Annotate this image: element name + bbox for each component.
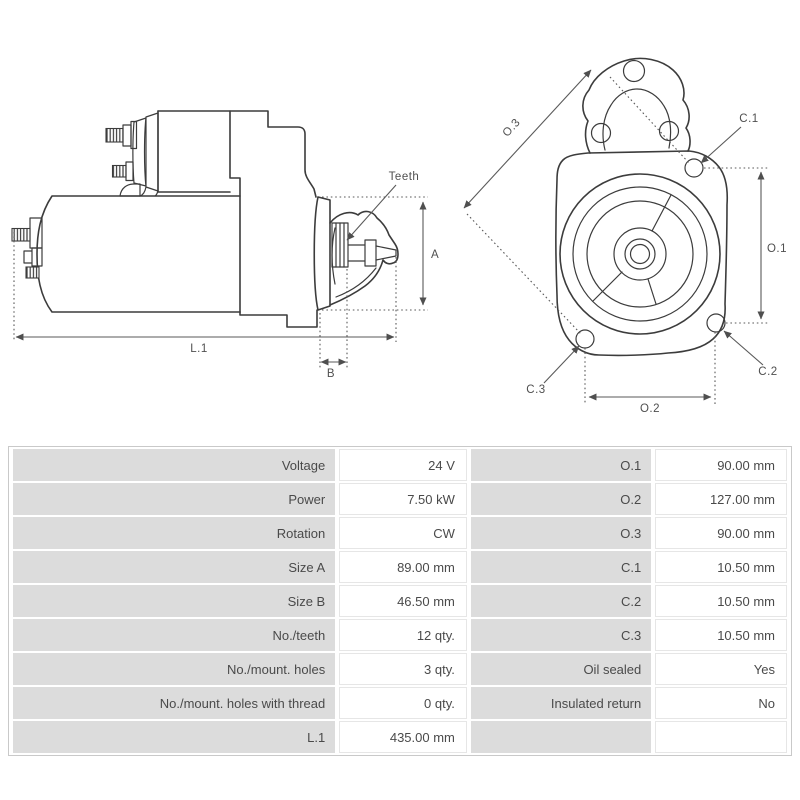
bracket-inner <box>602 88 672 151</box>
spec-label-cell: C.1 <box>470 551 652 583</box>
bracket-hole-right <box>658 120 680 142</box>
hole-c2 <box>706 313 726 333</box>
spec-label-cell: Size B <box>13 585 336 617</box>
flange-outline <box>555 150 729 357</box>
c1-leader <box>700 126 742 164</box>
teeth-label: Teeth <box>389 171 420 183</box>
rib-lines <box>592 194 672 305</box>
spec-value-cell: 89.00 mm <box>339 551 467 583</box>
spec-label-cell: No./mount. holes with thread <box>13 687 336 719</box>
mount-band <box>313 196 331 311</box>
hub-shaft <box>629 243 651 265</box>
spec-value-cell: 24 V <box>339 449 467 481</box>
spec-value-cell: 127.00 mm <box>655 483 787 515</box>
spec-label-cell: Voltage <box>13 449 336 481</box>
end-bolt <box>23 247 43 267</box>
drive-end-bell <box>329 210 399 306</box>
teeth-leader <box>346 184 397 241</box>
spec-label-cell: C.2 <box>470 585 652 617</box>
dim-label-c3: C.3 <box>526 384 545 396</box>
dim-label-b: B <box>327 368 335 380</box>
spec-value-cell: 0 qty. <box>339 687 467 719</box>
hub-outer <box>613 227 667 281</box>
dim-label-o1: O.1 <box>767 243 787 255</box>
dim-label-a: A <box>431 249 439 261</box>
bracket-hole-left <box>590 122 612 144</box>
shaft <box>347 244 366 262</box>
end-stud <box>11 227 31 242</box>
spec-value-cell: 3 qty. <box>339 653 467 685</box>
dim-label-c1: C.1 <box>739 113 758 125</box>
spec-value-cell: Yes <box>655 653 787 685</box>
spec-value-cell: 46.50 mm <box>339 585 467 617</box>
hole-c1 <box>684 158 704 178</box>
shaft-nose <box>375 245 397 261</box>
solenoid-ring <box>143 112 159 192</box>
technical-drawing: A L.1 B Teeth <box>11 57 787 415</box>
hub-mid <box>624 238 656 270</box>
spec-label-cell: O.2 <box>470 483 652 515</box>
spec-label-cell: O.1 <box>470 449 652 481</box>
body-circle-inner <box>586 200 694 308</box>
spec-label-cell <box>470 721 652 753</box>
solenoid-barrel <box>157 110 231 193</box>
spec-label-cell: L.1 <box>13 721 336 753</box>
spec-label-cell: Size A <box>13 551 336 583</box>
hole-c3 <box>575 329 595 349</box>
side-view-starter: A L.1 B Teeth <box>11 110 439 380</box>
shaft-collar <box>364 239 377 267</box>
c2-leader <box>723 330 764 366</box>
spec-label-cell: Rotation <box>13 517 336 549</box>
rear-housing <box>157 110 317 198</box>
spec-value-cell: 10.50 mm <box>655 619 787 651</box>
spec-value-cell: No <box>655 687 787 719</box>
dim-label-o2: O.2 <box>640 403 660 415</box>
c3-leader <box>543 345 580 384</box>
spec-label-cell: Insulated return <box>470 687 652 719</box>
spec-label-cell: Power <box>13 483 336 515</box>
dim-label-o3: O.3 <box>501 117 523 140</box>
terminal-stud-large <box>105 127 124 143</box>
dim-label-c2: C.2 <box>758 366 777 378</box>
spec-label-cell: Oil sealed <box>470 653 652 685</box>
spec-value-cell: 435.00 mm <box>339 721 467 753</box>
spec-label-cell: No./teeth <box>13 619 336 651</box>
body-circle-outer <box>559 173 721 335</box>
spec-label-cell: C.3 <box>470 619 652 651</box>
spec-label-cell: O.3 <box>470 517 652 549</box>
solenoid-foot <box>119 183 141 197</box>
motor-body <box>36 195 241 313</box>
spec-label-cell: No./mount. holes <box>13 653 336 685</box>
bracket-hole-top <box>622 59 646 83</box>
spec-value-cell: 7.50 kW <box>339 483 467 515</box>
spec-value-cell: 12 qty. <box>339 619 467 651</box>
spec-value-cell: 90.00 mm <box>655 517 787 549</box>
spec-value-cell <box>655 721 787 753</box>
spec-value-cell: 10.50 mm <box>655 585 787 617</box>
spec-value-cell: CW <box>339 517 467 549</box>
front-view-flange: O.3 C.1 O.1 C.2 C.3 O.2 <box>463 57 787 415</box>
spec-value-cell: 10.50 mm <box>655 551 787 583</box>
body-circle-mid <box>572 186 708 322</box>
terminal-stud-small <box>111 164 127 178</box>
dim-label-l1: L.1 <box>190 343 208 355</box>
spec-value-cell: 90.00 mm <box>655 449 787 481</box>
